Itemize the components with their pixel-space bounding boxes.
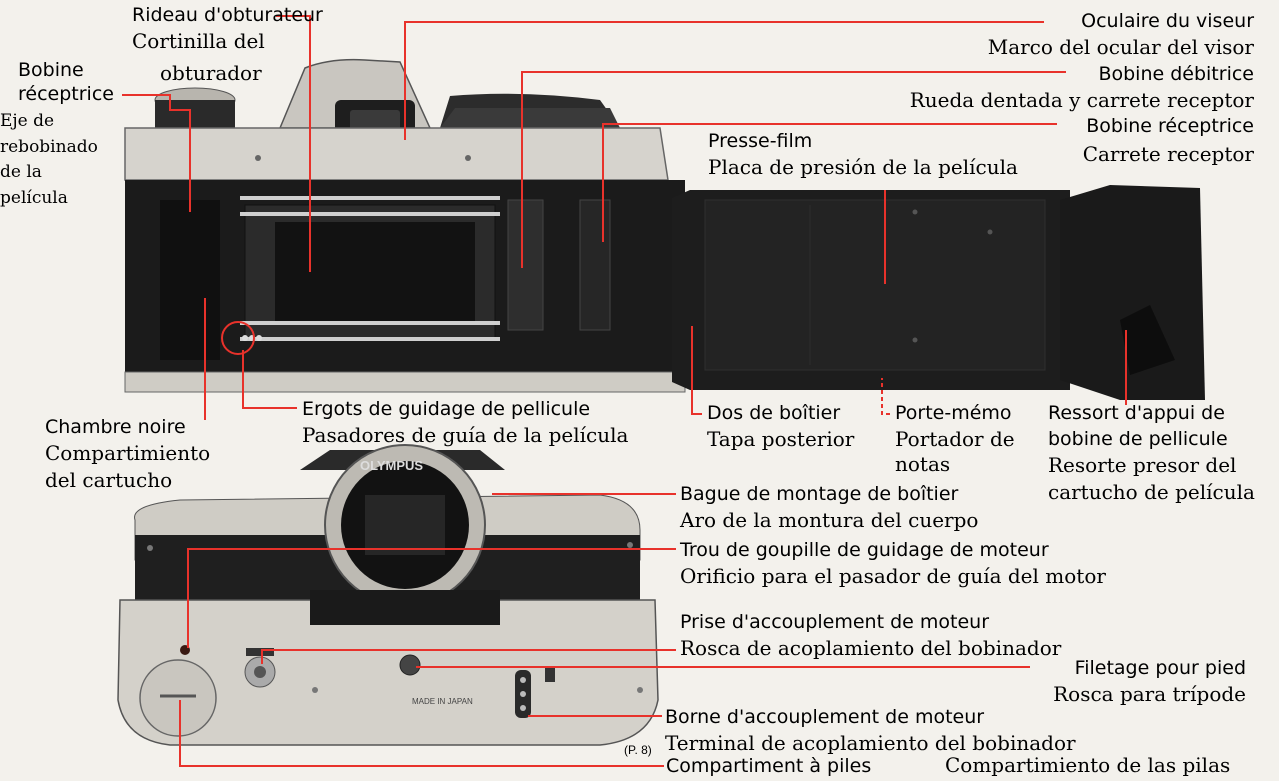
label-memo-es-1: Portador de (895, 427, 1015, 451)
label-borne-es: Terminal de acoplamiento del bobinador (665, 731, 1076, 755)
brand-logo-text: OLYMPUS (360, 458, 423, 473)
label-debitrice-es: Rueda dentada y carrete receptor (910, 88, 1255, 112)
made-in-japan-text: MADE IN JAPAN (412, 697, 473, 706)
label-eje-4: película (0, 188, 68, 208)
label-chambre-fr: Chambre noire (45, 416, 186, 438)
label-memo-fr: Porte-mémo (895, 402, 1012, 424)
label-ressort-es-2: cartucho de película (1048, 480, 1255, 504)
camera-bottom-view (117, 444, 659, 746)
page-reference: (P. 8) (624, 743, 652, 757)
label-rideau-es-1: Cortinilla del (132, 29, 265, 53)
label-bague-es: Aro de la montura del cuerpo (679, 508, 978, 532)
label-trou-fr: Trou de goupille de guidage de moteur (679, 539, 1049, 561)
label-trou-es: Orificio para el pasador de guía del mot… (680, 564, 1106, 588)
label-piles-es: Compartimiento de las pilas (945, 753, 1230, 777)
label-ergots-fr: Ergots de guidage de pellicule (302, 398, 590, 420)
label-bobine-left-fr-1: Bobine (18, 59, 84, 81)
label-debitrice-fr: Bobine débitrice (1098, 63, 1254, 85)
leader-lines (122, 15, 1127, 767)
label-dos-es: Tapa posterior (707, 427, 855, 451)
label-filetage-es: Rosca para trípode (1053, 682, 1246, 706)
label-chambre-es-2: del cartucho (45, 468, 172, 492)
label-eje-1: Eje de (0, 111, 54, 131)
label-rideau-fr: Rideau d'obturateur (132, 4, 323, 26)
label-eje-2: rebobinado (0, 137, 98, 157)
battery-compartment (139, 659, 217, 737)
label-rideau-es-2: obturador (160, 61, 262, 85)
label-ressort-fr-1: Ressort d'appui de (1048, 402, 1225, 424)
label-piles-fr: Compartiment à piles (666, 755, 871, 777)
label-dos-fr: Dos de boîtier (707, 402, 840, 424)
top-plate (124, 127, 669, 181)
label-filetage-fr: Filetage pour pied (1075, 657, 1246, 679)
label-prise-es: Rosca de acoplamiento del bobinador (680, 636, 1062, 660)
label-borne-fr: Borne d'accouplement de moteur (665, 706, 984, 728)
label-ressort-fr-2: bobine de pellicule (1048, 428, 1228, 450)
label-ergots-es: Pasadores de guía de la película (302, 423, 628, 447)
label-oculaire-fr: Oculaire du viseur (1081, 10, 1254, 32)
label-bague-fr: Bague de montage de boîtier (680, 483, 959, 505)
camera-back-view (124, 58, 1205, 400)
label-receptrice-fr: Bobine réceptrice (1086, 115, 1254, 137)
label-presse-es: Placa de presión de la película (708, 155, 1018, 179)
label-ressort-es-1: Resorte presor del (1048, 453, 1236, 477)
label-receptrice-es: Carrete receptor (1083, 142, 1255, 166)
label-memo-es-2: notas (895, 452, 950, 476)
label-eje-3: de la (0, 162, 42, 182)
pressure-plate (704, 199, 1046, 371)
label-presse-fr: Presse-film (708, 130, 812, 152)
label-chambre-es-1: Compartimiento (45, 441, 210, 465)
label-prise-fr: Prise d'accouplement de moteur (680, 611, 989, 633)
label-oculaire-es: Marco del ocular del visor (988, 35, 1255, 59)
label-bobine-left-fr-2: réceptrice (18, 83, 114, 105)
